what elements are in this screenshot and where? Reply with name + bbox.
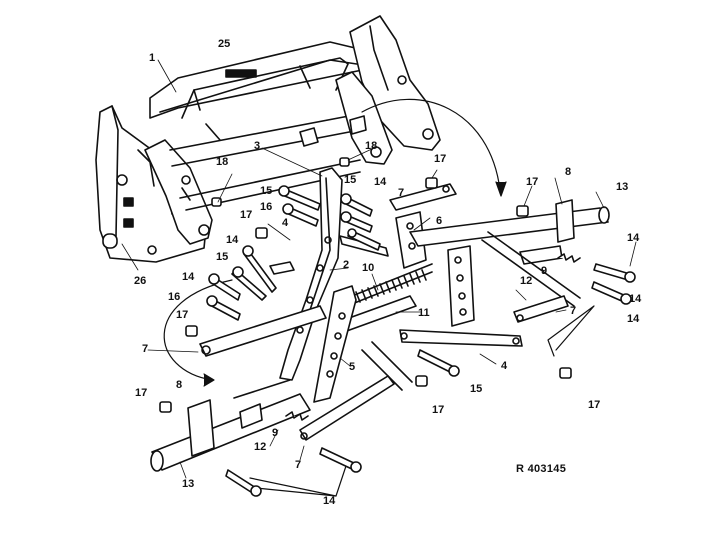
callout-26: 26 [134,275,147,287]
callout-15-a: 15 [260,185,273,197]
lower-lift-arm [199,285,523,441]
callout-13-right: 13 [616,181,629,193]
mounting-frame [95,15,441,263]
callout-17-c: 17 [240,209,253,221]
leader-lines [121,59,637,479]
left-cross-tube [150,379,311,472]
callout-7-left: 7 [142,343,149,355]
callout-25: 25 [218,38,231,50]
callout-14-b: 14 [627,232,640,244]
callout-15-c: 15 [216,251,229,263]
callout-3: 3 [254,140,261,152]
callout-17-d: 17 [176,309,189,321]
callout-12-left: 12 [254,441,267,453]
fasteners [159,157,636,497]
callout-14-bottom: 14 [323,495,336,507]
callout-14-d: 14 [182,271,195,283]
callout-17-f: 17 [588,399,601,411]
callout-4-upper: 4 [282,217,289,229]
callout-11: 11 [418,307,430,319]
callout-4-lower: 4 [501,360,508,372]
callout-17-a: 17 [434,153,447,165]
callout-6: 6 [436,215,443,227]
callout-7-right: 7 [570,305,577,317]
callout-16-b: 16 [168,291,181,303]
spring-assembly [337,183,475,333]
callout-8-right: 8 [565,166,572,178]
callout-9-left: 9 [272,427,279,439]
callout-14-e: 14 [627,313,640,325]
callout-17-b: 17 [526,176,539,188]
drawing-reference: R 403145 [516,463,567,475]
callout-16-a: 16 [260,201,273,213]
callout-8-left: 8 [176,379,183,391]
callout-17-e: 17 [432,404,445,416]
boom-arm [269,167,389,381]
callout-14-c: 14 [226,234,239,246]
callout-17-g: 17 [135,387,148,399]
callout-7-upper: 7 [398,187,405,199]
callout-9-right: 9 [541,265,548,277]
callout-7-bottom: 7 [295,459,302,471]
callout-18-left: 18 [216,156,229,168]
callout-18-right: 18 [365,140,378,152]
callout-14-f: 14 [629,293,642,305]
callout-1: 1 [149,52,156,64]
assembly-arrows [163,98,595,497]
callout-15-d: 15 [470,383,483,395]
callout-15-b: 15 [344,174,357,186]
callout-13-left: 13 [182,478,195,490]
callout-2: 2 [343,259,350,271]
right-cross-tube [409,199,610,323]
callout-5: 5 [349,361,356,373]
callout-12-right: 12 [520,275,533,287]
callout-10: 10 [362,262,375,274]
callout-14-a: 14 [374,176,387,188]
